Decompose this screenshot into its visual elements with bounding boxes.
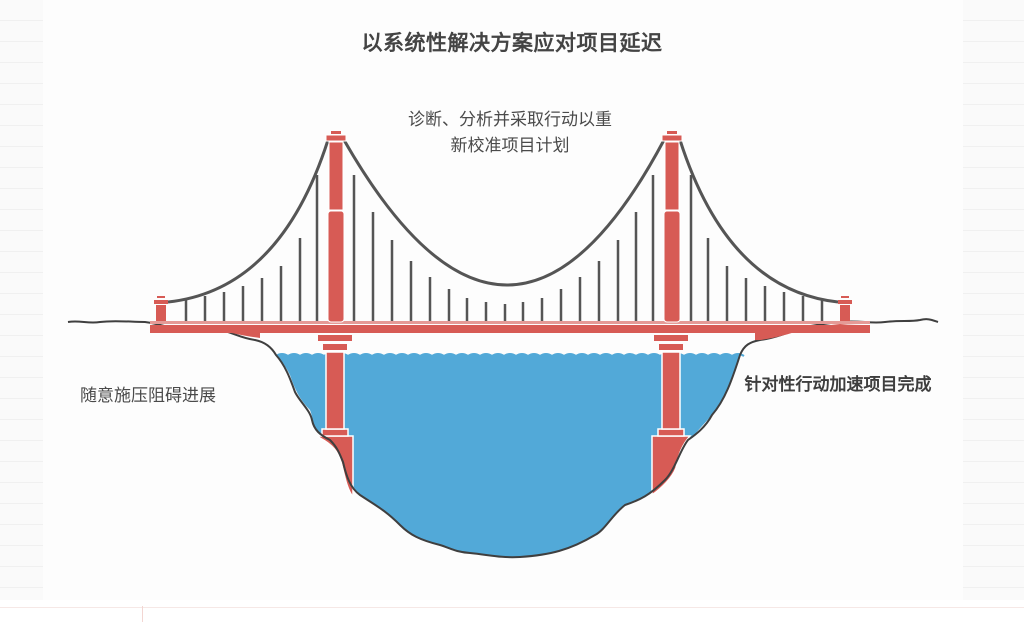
bottom-divider	[0, 607, 1024, 608]
main-cable-center	[342, 139, 666, 287]
background-grid-right	[963, 0, 1024, 600]
left-pier-footing	[314, 435, 354, 500]
right-pier-cap-upper	[654, 335, 688, 341]
right-pier-footing-cap	[657, 428, 685, 437]
river-water	[276, 355, 740, 558]
bridge-deck-top-strip	[150, 321, 870, 324]
left-pier-column	[325, 351, 345, 430]
right-bank-goal-label: 针对性行动加速项目完成	[744, 375, 932, 395]
right-pier-column	[661, 351, 681, 430]
left-pier-cap-upper	[318, 335, 352, 341]
left-end-post	[154, 296, 168, 321]
hanger-cables	[184, 175, 824, 321]
left-pier-footing-cap	[321, 428, 349, 437]
right-end-post	[838, 296, 852, 321]
right-pier-cap-lower	[659, 344, 683, 350]
background-grid-left	[0, 0, 43, 600]
right-tower	[661, 131, 683, 323]
bridge-deck	[150, 325, 870, 333]
left-tower	[325, 131, 347, 323]
bottom-tick-mark	[142, 606, 143, 622]
bridge-solution-label: 诊断、分析并采取行动以重新校准项目计划	[408, 110, 612, 156]
left-bank-problem-label: 随意施压阻碍进展	[80, 386, 216, 406]
left-pier-cap-lower	[323, 344, 347, 350]
main-cable-right	[678, 139, 839, 304]
main-cable-left	[167, 139, 330, 304]
diagram-title: 以系统性解决方案应对项目延迟	[361, 31, 663, 55]
